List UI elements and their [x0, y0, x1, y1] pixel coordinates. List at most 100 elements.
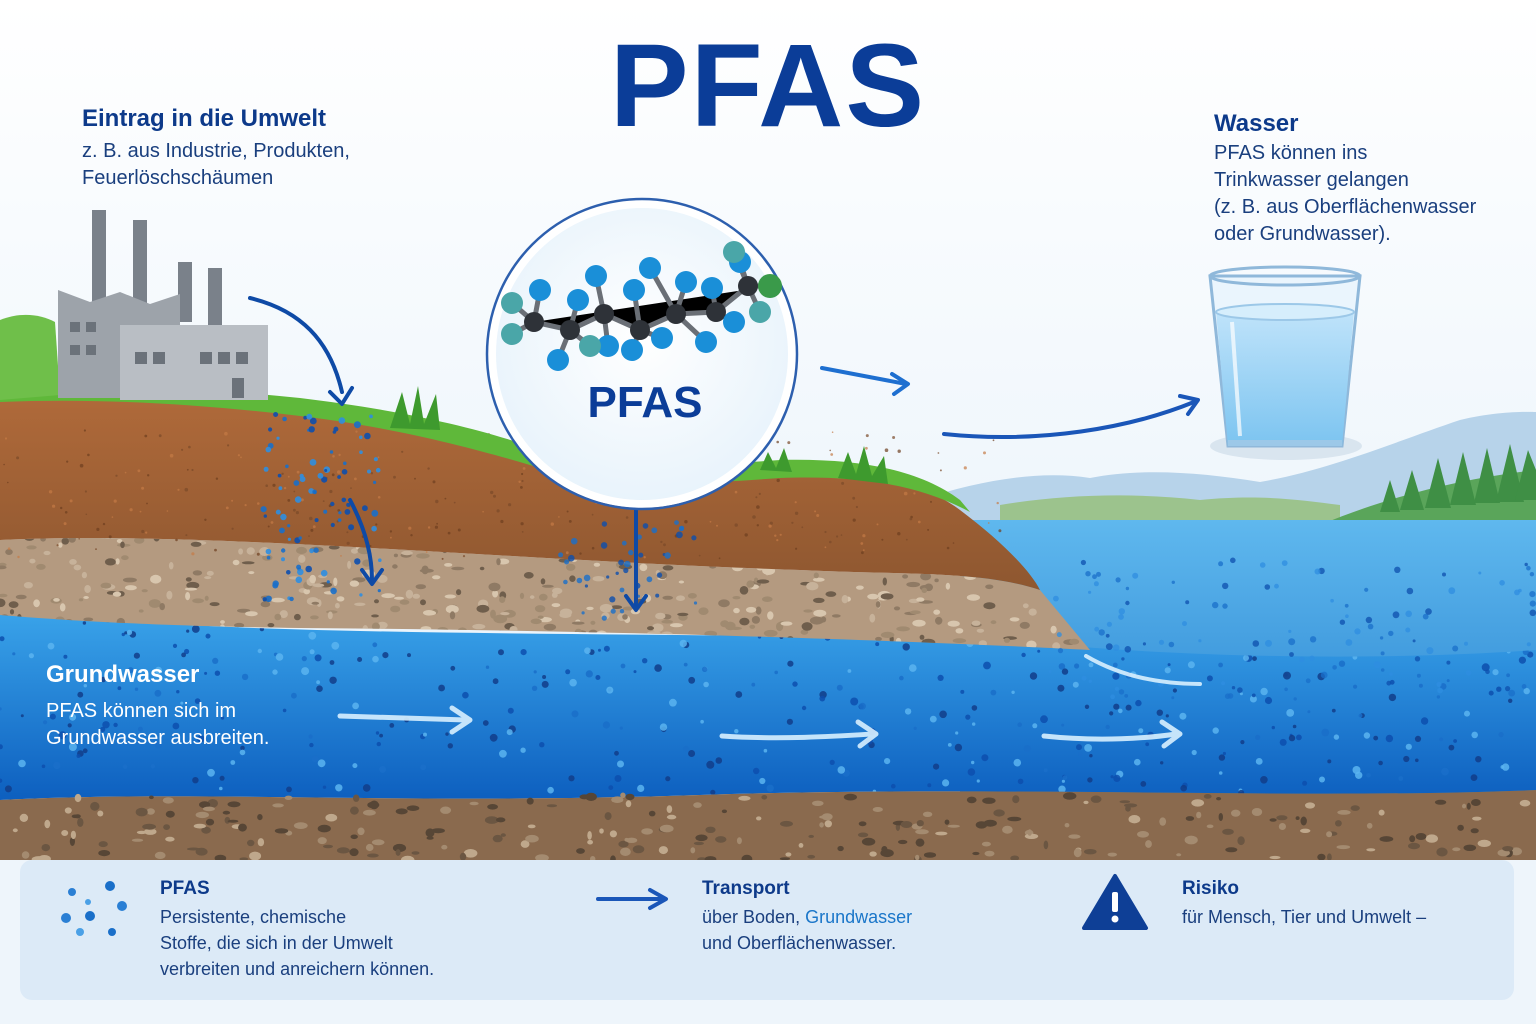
particle [1500, 765, 1505, 769]
stone [763, 629, 778, 637]
particle [382, 652, 389, 659]
particle [776, 440, 779, 444]
particle [955, 731, 959, 735]
stone [1084, 849, 1097, 855]
particle [317, 759, 326, 768]
stone [542, 584, 554, 588]
stone [222, 810, 231, 815]
stone [98, 850, 111, 857]
stone [1269, 818, 1277, 822]
stone [933, 609, 941, 615]
stone [1050, 625, 1057, 634]
stone [371, 614, 379, 618]
particle [1135, 699, 1142, 707]
stone [530, 618, 542, 625]
stone [1462, 803, 1467, 809]
particle [329, 660, 335, 665]
particle [377, 456, 380, 459]
particle [244, 504, 247, 507]
stone [798, 843, 804, 848]
particle [972, 722, 976, 726]
particle [287, 537, 291, 541]
particle [1043, 768, 1048, 773]
stone [779, 857, 790, 860]
stone [662, 595, 673, 600]
particle [1529, 609, 1536, 617]
stone [195, 811, 209, 819]
particle [100, 726, 106, 733]
stone [1519, 799, 1531, 807]
stone [257, 814, 263, 821]
particle [359, 593, 363, 597]
particle [207, 768, 215, 777]
stone [77, 817, 84, 827]
stone [165, 810, 175, 818]
particle [1288, 734, 1296, 742]
particle [860, 542, 864, 545]
particle [126, 629, 133, 636]
stone [168, 562, 174, 570]
particle [665, 776, 671, 782]
stone [238, 823, 247, 832]
particle [1365, 616, 1373, 624]
particle [1158, 639, 1165, 645]
stone [896, 626, 910, 632]
particle [79, 463, 84, 468]
particle [892, 436, 896, 439]
stone [333, 577, 338, 587]
particle [296, 470, 300, 474]
particle [642, 523, 649, 529]
particle [568, 554, 575, 562]
particle [734, 523, 738, 527]
particle [520, 649, 527, 656]
stone [159, 603, 165, 611]
stone [935, 831, 948, 836]
stone [204, 595, 209, 601]
stone [90, 801, 100, 811]
stone [0, 565, 7, 570]
particle [53, 761, 61, 770]
particle [219, 786, 223, 791]
particle [329, 676, 337, 684]
particle [283, 486, 287, 490]
particle [1521, 684, 1527, 689]
particle [166, 510, 169, 512]
particle [300, 498, 304, 502]
stone [1269, 855, 1281, 860]
stone [81, 571, 87, 579]
particle [270, 521, 274, 524]
particle [1470, 774, 1478, 781]
stone [648, 810, 656, 817]
stone [357, 827, 365, 836]
particle [876, 523, 879, 526]
particle [410, 534, 413, 537]
particle [983, 451, 986, 455]
particle [976, 779, 980, 783]
stone [395, 808, 408, 815]
particle [462, 555, 466, 558]
stone [625, 800, 632, 808]
particle [215, 477, 219, 480]
particle [367, 469, 371, 474]
particle [141, 486, 145, 490]
stone [469, 801, 479, 806]
particle [1385, 734, 1394, 743]
stone [745, 606, 757, 613]
particle [1171, 696, 1175, 700]
particle [1011, 690, 1015, 694]
stone [367, 853, 379, 858]
particle [763, 748, 768, 753]
particle [1439, 737, 1444, 742]
stone [367, 801, 380, 809]
particle [1418, 683, 1423, 688]
particle [603, 645, 610, 652]
particle [48, 490, 53, 494]
particle [829, 449, 831, 452]
stone [872, 807, 883, 812]
particle [84, 490, 87, 493]
particle [862, 549, 865, 551]
stone [449, 611, 456, 620]
particle [987, 522, 990, 524]
water-line: oder Grundwasser). [1214, 223, 1391, 245]
stone [546, 804, 558, 808]
